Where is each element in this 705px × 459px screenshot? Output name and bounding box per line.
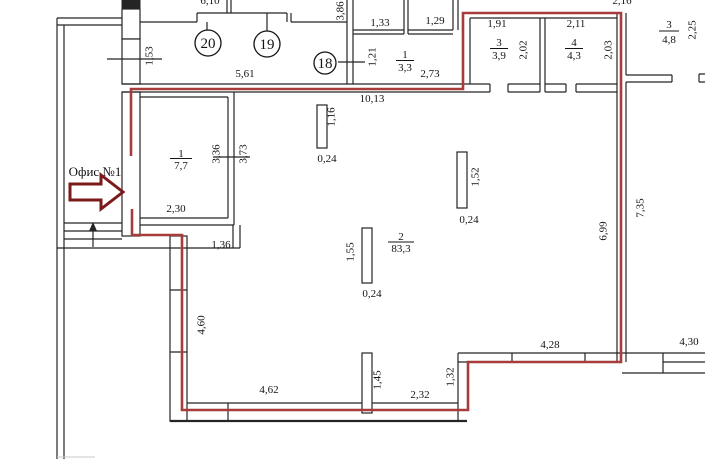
dim-label: 1,45 — [372, 370, 384, 390]
wall-block — [121, 38, 141, 85]
room-area: 7,7 — [174, 160, 188, 172]
dim-label: 5,61 — [235, 68, 254, 80]
room-num: 2 — [398, 231, 404, 243]
dim-label: 2,11 — [567, 18, 586, 30]
room-area: 3,9 — [492, 50, 506, 62]
cut-dim-label: 6,10 — [200, 0, 220, 7]
dim-label: 2,32 — [410, 389, 429, 401]
room-fraction-1-7-7: 1 7,7 — [170, 148, 192, 172]
room-area: 4,3 — [567, 50, 581, 62]
room-num: 4 — [571, 37, 577, 49]
dim-label: 1,55 — [345, 242, 357, 262]
dim-label: 1,36 — [211, 239, 231, 251]
wall-block — [121, 8, 141, 40]
dim-label: 3,73 — [238, 144, 250, 164]
dim-label: 4,28 — [540, 339, 560, 351]
room-num: 1 — [402, 49, 408, 61]
dim-label: 4,62 — [259, 384, 278, 396]
pillar — [361, 352, 373, 414]
pillar — [316, 104, 328, 149]
dim-label: 1,29 — [425, 15, 445, 27]
dim-label: 3,86 — [335, 1, 347, 21]
dim-label: 4,60 — [196, 315, 208, 335]
room-area-fractions: 1 7,7 2 83,3 1 3,3 3 3,9 4 4,3 3 4,8 — [170, 19, 679, 255]
dimension-labels-vertical: 1,53 3,86 1,21 2,02 2,03 2,25 1,16 1,52 … — [144, 1, 699, 390]
dim-label: 6,99 — [598, 221, 610, 241]
room-fraction-3-3-9: 3 3,9 — [490, 37, 508, 62]
room-num: 3 — [666, 19, 672, 31]
dim-label: 0,24 — [362, 288, 382, 300]
walls — [56, 0, 705, 459]
dim-label: 1,32 — [445, 367, 457, 386]
room-area: 83,3 — [391, 243, 411, 255]
wall-block — [121, 0, 141, 10]
unit-badge-18: 18 — [318, 56, 333, 72]
office-pointer-arrow — [68, 171, 126, 213]
dim-label: 4,30 — [679, 336, 699, 348]
room-num: 1 — [178, 148, 184, 160]
dim-label: 1,21 — [367, 47, 379, 66]
room-fraction-4-4-3: 4 4,3 — [565, 37, 583, 62]
unit-badge-circle — [194, 29, 222, 57]
room-area: 4,8 — [662, 34, 676, 46]
unit-badge-20: 20 — [201, 36, 216, 52]
pillar — [456, 151, 468, 209]
room-fraction-1-3-3: 1 3,3 — [396, 49, 414, 74]
cut-dim-label: 2,16 — [612, 0, 632, 7]
unit-badge-circle — [313, 51, 337, 75]
room-fraction-3-4-8: 3 4,8 — [659, 19, 679, 46]
pillars — [316, 104, 468, 414]
dim-label: 2,25 — [687, 20, 699, 40]
wall-block — [169, 235, 188, 422]
unit-badge-19: 19 — [260, 37, 275, 53]
room-area: 3,3 — [398, 62, 412, 74]
dim-label: 1,33 — [370, 17, 390, 29]
dim-label: 2,03 — [603, 40, 615, 60]
dim-label: 1,52 — [470, 167, 482, 186]
unit-badge-circle — [253, 30, 281, 58]
office-label: Офис №1 — [69, 164, 122, 179]
dim-label: 2,02 — [518, 40, 530, 59]
dim-label: 7,35 — [635, 198, 647, 218]
dim-label: 1,16 — [326, 107, 338, 127]
dim-label: 0,24 — [459, 214, 479, 226]
dim-label: 10,13 — [360, 93, 385, 105]
dim-label: 2,30 — [166, 203, 186, 215]
pillar — [361, 227, 373, 284]
dim-label: 0,24 — [317, 153, 337, 165]
room-num: 3 — [496, 37, 502, 49]
dim-label: 1,91 — [487, 18, 506, 30]
office-outline — [129, 11, 623, 412]
cut-dimension-labels: 6,10 2,16 — [200, 0, 632, 7]
room-fraction-2-83-3: 2 83,3 — [388, 231, 414, 255]
dim-label: 2,73 — [420, 68, 440, 80]
unit-badges: 20 19 18 — [194, 29, 337, 75]
dim-label: 3,36 — [211, 144, 223, 164]
dimension-labels-horizontal: 5,61 10,13 1,33 1,29 2,73 1,91 2,11 0,24… — [166, 15, 699, 401]
dim-label: 1,53 — [144, 46, 156, 66]
stairs-up-arrow — [89, 222, 97, 247]
